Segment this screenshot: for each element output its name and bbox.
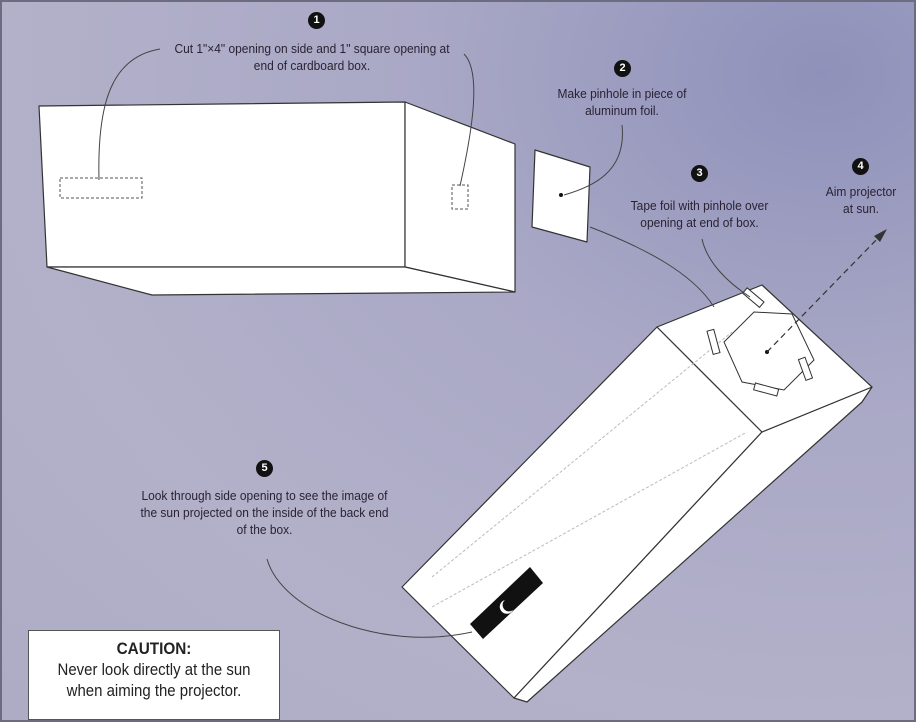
pinhole [559, 193, 563, 197]
taped-foil [723, 311, 815, 391]
box-bottom-face [46, 266, 516, 296]
box-front-face [38, 101, 406, 268]
step-3-number: 3 [691, 165, 708, 182]
step-3-caption: Tape foil with pinhole over opening at e… [630, 198, 769, 230]
step-4-caption: Aim projector at sun. [825, 184, 897, 216]
step-5-number: 5 [256, 460, 273, 477]
step-4-number: 4 [852, 158, 869, 175]
caution-title: CAUTION: [116, 639, 192, 658]
side-opening [59, 177, 143, 199]
caution-box: CAUTION: Never look directly at the sun … [28, 630, 280, 720]
step-2-number: 2 [614, 60, 631, 77]
box-end-face [404, 101, 516, 293]
step-5-caption: Look through side opening to see the ima… [140, 488, 389, 537]
step-1-number: 1 [308, 12, 325, 29]
sun-image-icon [499, 600, 513, 614]
step-2-caption: Make pinhole in piece of aluminum foil. [557, 86, 687, 118]
viewing-window [470, 567, 543, 639]
caution-text: Never look directly at the sun when aimi… [57, 660, 251, 700]
aim-arrow [766, 233, 883, 353]
step-1-caption: Cut 1"×4" opening on side and 1" square … [174, 41, 450, 73]
